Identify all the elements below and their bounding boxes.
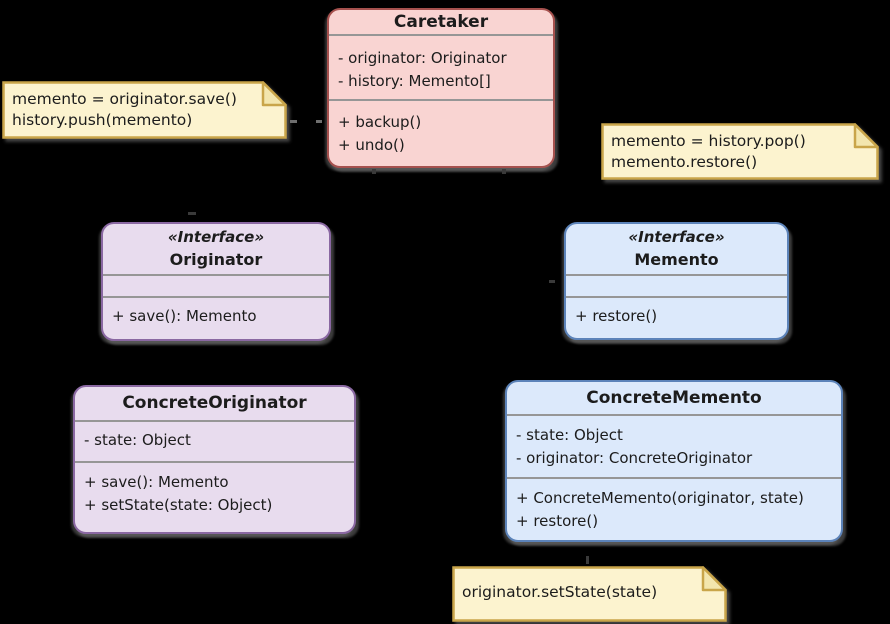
class-caretaker-attributes: - originator: Originator - history: Meme… bbox=[329, 36, 553, 99]
note-line: memento = history.pop() bbox=[611, 132, 806, 150]
method-row: + restore() bbox=[516, 512, 599, 530]
note-line: memento.restore() bbox=[611, 153, 758, 171]
class-caretaker: Caretaker - originator: Originator - his… bbox=[327, 8, 555, 168]
class-concrete-memento: ConcreteMemento - state: Object - origin… bbox=[505, 380, 843, 542]
note-restore-text: originator.setState(state) bbox=[452, 566, 727, 622]
method-row: + save(): Memento bbox=[84, 473, 229, 491]
class-concrete-originator: ConcreteOriginator - state: Object + sav… bbox=[73, 385, 356, 534]
stereotype-label: «Interface» bbox=[628, 228, 725, 246]
class-memento-interface-title: «Interface» Memento bbox=[566, 224, 787, 274]
method-row: + setState(state: Object) bbox=[84, 496, 273, 514]
connector-stub bbox=[372, 169, 376, 174]
attribute-row: - originator: Originator bbox=[338, 49, 507, 67]
separator bbox=[329, 34, 553, 36]
note-restore: originator.setState(state) bbox=[452, 566, 727, 622]
class-memento-interface: «Interface» Memento + restore() bbox=[564, 222, 789, 340]
method-row: + backup() bbox=[338, 113, 422, 131]
class-memento-interface-methods: + restore() bbox=[566, 298, 787, 338]
note-shape-icon bbox=[452, 566, 727, 622]
method-row: + save(): Memento bbox=[112, 307, 257, 325]
separator bbox=[507, 477, 841, 479]
class-concrete-memento-title: ConcreteMemento bbox=[586, 388, 762, 408]
class-caretaker-methods: + backup() + undo() bbox=[329, 101, 553, 166]
class-concrete-memento-attributes: - state: Object - originator: ConcreteOr… bbox=[507, 416, 841, 477]
separator bbox=[566, 296, 787, 298]
class-name: Originator bbox=[169, 250, 263, 269]
separator bbox=[75, 420, 354, 422]
note-backup-text: memento = originator.save() history.push… bbox=[2, 81, 287, 139]
method-row: + restore() bbox=[575, 307, 658, 325]
attribute-row: - originator: ConcreteOriginator bbox=[516, 449, 753, 467]
class-concrete-originator-title: ConcreteOriginator bbox=[122, 393, 307, 413]
dashed-connector-stub bbox=[290, 120, 297, 123]
class-name: Memento bbox=[634, 250, 719, 269]
note-shape-icon bbox=[601, 123, 879, 180]
class-caretaker-title: Caretaker bbox=[393, 12, 489, 32]
note-line: originator.setState(state) bbox=[462, 583, 658, 601]
method-row: + ConcreteMemento(originator, state) bbox=[516, 489, 804, 507]
class-memento-interface-attributes bbox=[566, 276, 787, 296]
note-shape-icon bbox=[2, 81, 287, 139]
stereotype-label: «Interface» bbox=[167, 228, 265, 246]
connector-stub bbox=[502, 169, 506, 174]
separator bbox=[75, 461, 354, 463]
connector-stub bbox=[188, 212, 196, 215]
separator bbox=[507, 414, 841, 416]
class-originator-interface: «Interface» Originator + save(): Memento bbox=[101, 222, 331, 341]
note-line: memento = originator.save() bbox=[12, 90, 237, 108]
separator bbox=[103, 274, 329, 276]
note-undo: memento = history.pop() memento.restore(… bbox=[601, 123, 879, 180]
separator bbox=[329, 99, 553, 101]
class-concrete-originator-methods: + save(): Memento + setState(state: Obje… bbox=[75, 463, 354, 532]
separator bbox=[566, 274, 787, 276]
connector-stub bbox=[549, 280, 555, 283]
dashed-connector-stub bbox=[316, 120, 322, 123]
attribute-row: - state: Object bbox=[84, 431, 191, 449]
note-line: history.push(memento) bbox=[12, 111, 193, 129]
separator bbox=[103, 296, 329, 298]
attribute-row: - state: Object bbox=[516, 426, 623, 444]
connector-stub bbox=[586, 556, 589, 564]
note-undo-text: memento = history.pop() memento.restore(… bbox=[601, 123, 879, 180]
class-originator-interface-title: «Interface» Originator bbox=[103, 224, 329, 274]
class-originator-interface-methods: + save(): Memento bbox=[103, 298, 329, 339]
class-concrete-originator-attributes: - state: Object bbox=[75, 422, 354, 461]
class-originator-interface-attributes bbox=[103, 276, 329, 296]
attribute-row: - history: Memento[] bbox=[338, 72, 491, 90]
method-row: + undo() bbox=[338, 136, 405, 154]
class-concrete-memento-methods: + ConcreteMemento(originator, state) + r… bbox=[507, 479, 841, 540]
note-backup: memento = originator.save() history.push… bbox=[2, 81, 287, 139]
